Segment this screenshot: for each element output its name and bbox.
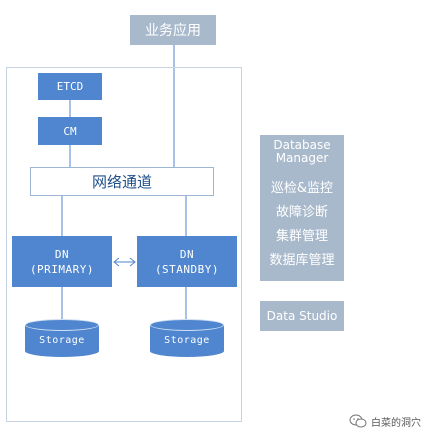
database-manager-items: 巡检&监控 故障诊断 集群管理 数据库管理	[269, 177, 334, 273]
dn-primary-node: DN (PRIMARY)	[12, 236, 112, 287]
cm-node: CM	[38, 117, 102, 145]
storage-right-node: Storage	[150, 319, 224, 357]
business-app-node: 业务应用	[130, 15, 216, 45]
data-studio-node: Data Studio	[260, 301, 344, 331]
dbm-item-cluster-management: 集群管理	[275, 229, 328, 244]
dbm-item-database-management: 数据库管理	[269, 253, 335, 268]
dn-primary-title: DN	[54, 247, 70, 261]
watermark: 白菜的洞穴	[349, 413, 421, 429]
replication-arrow	[113, 257, 136, 267]
watermark-text: 白菜的洞穴	[371, 417, 421, 429]
storage-left-node: Storage	[25, 319, 99, 357]
dn-standby-node: DN (STANDBY)	[137, 236, 237, 287]
storage-left-label: Storage	[39, 335, 85, 346]
dn-standby-title: DN	[179, 247, 195, 261]
dn-primary-role: (PRIMARY)	[29, 262, 95, 276]
database-manager-panel: Database Manager 巡检&监控 故障诊断 集群管理 数据库管理	[260, 135, 344, 281]
dbm-item-fault-diagnosis: 故障诊断	[275, 205, 328, 220]
database-manager-title-line1: Database	[273, 138, 331, 152]
network-channel-node: 网络通道	[30, 167, 214, 196]
storage-right-label: Storage	[164, 335, 210, 346]
database-manager-title-line2: Manager	[275, 151, 329, 165]
dbm-item-inspection-monitoring: 巡检&监控	[270, 181, 334, 196]
etcd-node: ETCD	[38, 73, 102, 100]
cluster-boundary	[6, 67, 242, 422]
wechat-icon	[349, 414, 367, 428]
dn-standby-role: (STANDBY)	[154, 262, 220, 276]
